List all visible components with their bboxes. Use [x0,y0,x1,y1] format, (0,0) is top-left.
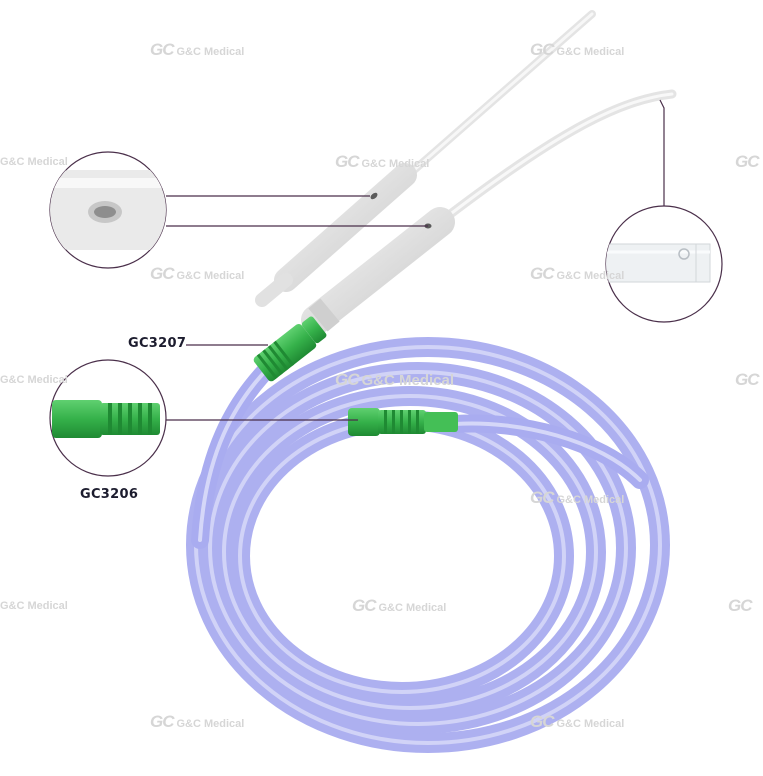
tube-connector [348,408,458,436]
detail-tip [605,205,723,323]
detail-vent-hole [49,151,167,269]
model-label-gc3207: GC3207 [128,336,187,351]
callout-lines [166,99,665,421]
detail-connector [49,359,167,477]
model-label-gc3206: GC3206 [80,487,139,502]
tubing-coil [186,337,670,753]
curved-suction-wand [301,89,677,335]
wand-connector [253,316,327,382]
straight-suction-wand [255,10,596,307]
